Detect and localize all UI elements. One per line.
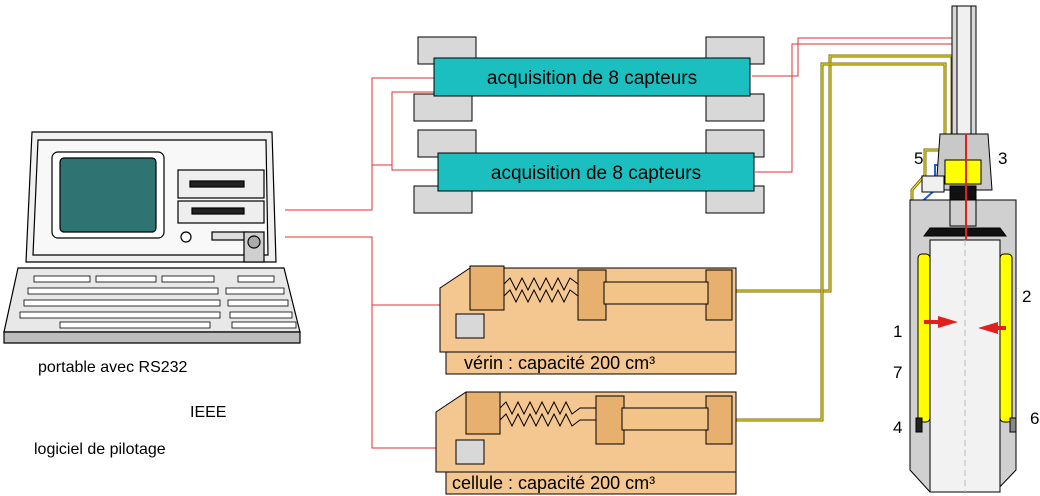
acquisition-label-2: acquisition de 8 capteurs bbox=[491, 163, 701, 184]
cell-marker-1: 1 bbox=[893, 322, 902, 341]
cell-marker-6: 6 bbox=[1030, 409, 1039, 428]
computer-caption-line2: IEEE bbox=[190, 404, 227, 421]
pump-cellule: cellule : capacité 200 cm³ bbox=[435, 391, 737, 495]
computer-caption-line3: logiciel de pilotage bbox=[34, 441, 166, 458]
pump-verin-label: vérin : capacité 200 cm³ bbox=[464, 353, 655, 373]
cell-marker-7: 7 bbox=[893, 363, 902, 382]
test-cell bbox=[909, 5, 1017, 493]
cell-marker-2: 2 bbox=[1022, 287, 1031, 306]
acquisition-unit-1: acquisition de 8 capteurs bbox=[413, 36, 765, 122]
acquisition-unit-2: acquisition de 8 capteurs bbox=[413, 129, 765, 214]
wire-pc-pump2 bbox=[371, 305, 440, 449]
acquisition-label-1: acquisition de 8 capteurs bbox=[487, 68, 697, 89]
pump-cellule-label: cellule : capacité 200 cm³ bbox=[452, 473, 655, 493]
wire-pc-pumps bbox=[285, 236, 440, 306]
wire-acq-loop bbox=[391, 120, 440, 171]
computer-illustration bbox=[3, 131, 301, 344]
computer-caption-line1: portable avec RS232 bbox=[38, 359, 188, 376]
cell-marker-3: 3 bbox=[998, 149, 1007, 168]
cell-marker-4: 4 bbox=[893, 418, 902, 437]
pump-verin: vérin : capacité 200 cm³ bbox=[439, 265, 737, 375]
cell-marker-5: 5 bbox=[914, 149, 923, 168]
wire-pc-acq bbox=[285, 77, 435, 211]
red-wires bbox=[285, 37, 964, 449]
flow-arrows bbox=[924, 316, 1006, 334]
